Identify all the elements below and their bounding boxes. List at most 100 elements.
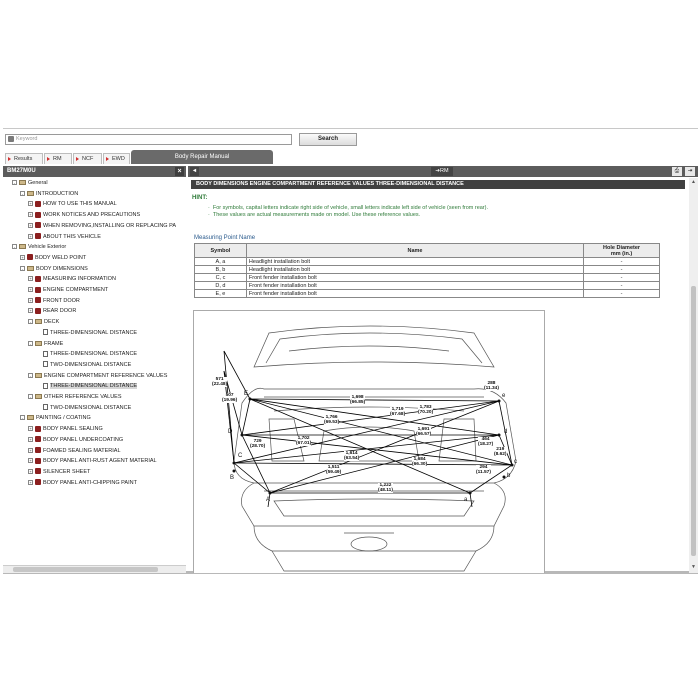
doc-icon xyxy=(43,329,48,336)
collapse-icon[interactable]: - xyxy=(28,372,33,378)
tree-item[interactable]: THREE-DIMENSIONAL DISTANCE xyxy=(36,328,137,338)
collapse-icon[interactable]: - xyxy=(20,265,25,271)
scroll-down-icon[interactable]: ▼ xyxy=(691,564,696,570)
dimension-label: 1,702 (67.01) xyxy=(296,436,312,446)
table-cell: - xyxy=(583,289,660,298)
scrollbar-thumb[interactable] xyxy=(13,567,158,572)
tree-item[interactable]: +BODY PANEL UNDERCOATING xyxy=(28,435,123,445)
document-vertical-scrollbar[interactable]: ▲ ▼ xyxy=(689,178,698,573)
scroll-up-icon[interactable]: ▲ xyxy=(691,179,696,185)
tree-item[interactable]: -OTHER REFERENCE VALUES xyxy=(28,392,122,402)
collapse-icon[interactable]: - xyxy=(20,190,25,196)
tab-ncf[interactable]: NCF xyxy=(73,153,102,164)
close-icon[interactable]: × xyxy=(175,167,184,176)
expand-icon[interactable]: + xyxy=(28,436,33,442)
search-input[interactable]: Keyword xyxy=(5,134,292,145)
expand-icon[interactable]: + xyxy=(28,458,33,464)
tree-item[interactable]: +BODY WELD POINT xyxy=(20,253,86,263)
expand-icon[interactable]: + xyxy=(28,201,33,207)
tree-item[interactable]: -FRAME xyxy=(28,339,63,349)
search-button[interactable]: Search xyxy=(299,133,357,146)
tree-item[interactable]: +REAR DOOR xyxy=(28,306,76,316)
arrow-icon xyxy=(106,157,109,161)
tree-item[interactable]: +ENGINE COMPARTMENT xyxy=(28,285,108,295)
collapse-icon[interactable]: - xyxy=(12,180,17,186)
tab-bar: Results RM NCF EWD Body Repair Manual xyxy=(3,150,698,164)
tree-item[interactable]: +FOAMED SEALING MATERIAL xyxy=(28,446,121,456)
dimension-label: 1,783 (70.20) xyxy=(418,405,434,415)
collapse-icon[interactable]: - xyxy=(12,244,17,250)
tree-item[interactable]: TWO-DIMENSIONAL DISTANCE xyxy=(36,360,131,370)
tree-item[interactable]: +WORK NOTICES AND PRECAUTIONS xyxy=(28,210,140,220)
folder-icon xyxy=(35,394,42,400)
table-cell: - xyxy=(583,273,660,282)
tree-item[interactable]: +BODY PANEL SEALING xyxy=(28,424,103,434)
hint-title: HINT: xyxy=(192,195,208,201)
point-label: C xyxy=(238,453,243,459)
collapse-icon[interactable]: - xyxy=(28,319,33,325)
tree-item[interactable]: -Vehicle Exterior xyxy=(12,242,66,252)
book-icon xyxy=(35,297,41,304)
tree-item[interactable]: THREE-DIMENSIONAL DISTANCE xyxy=(36,381,138,391)
tree-item[interactable]: -PAINTING / COATING xyxy=(20,413,91,423)
tree-item[interactable]: - BODY DIMENSIONS xyxy=(20,264,88,274)
tree-item[interactable]: +WHEN REMOVING,INSTALLING OR REPLACING P… xyxy=(28,221,176,231)
tree-item[interactable]: +BODY PANEL ANTI-CHIPPING PAINT xyxy=(28,478,137,488)
tree-item[interactable]: -ENGINE COMPARTMENT REFERENCE VALUES xyxy=(28,371,167,381)
tab-results[interactable]: Results xyxy=(5,153,43,164)
folder-icon xyxy=(19,244,26,250)
document-toolbar: ◄ ➔RM ⎙ ⇥ xyxy=(188,166,698,177)
expand-icon[interactable]: + xyxy=(28,222,33,228)
tree-item[interactable]: +BODY PANEL ANTI-RUST AGENT MATERIAL xyxy=(28,456,157,466)
dimension-label: 571 (22.48) xyxy=(212,377,228,387)
table-cell: E, e xyxy=(194,289,247,298)
expand-icon[interactable]: + xyxy=(20,254,25,260)
tree-item-label: SILENCER SHEET xyxy=(43,468,91,475)
tree-item[interactable]: THREE-DIMENSIONAL DISTANCE xyxy=(36,349,137,359)
exit-icon[interactable]: ⇥ xyxy=(685,167,695,176)
tree-item-label: THREE-DIMENSIONAL DISTANCE xyxy=(50,329,138,336)
tree-item[interactable]: +FRONT DOOR xyxy=(28,296,80,306)
table-cell: Front fender installation bolt xyxy=(245,289,585,298)
expand-icon[interactable]: + xyxy=(28,308,33,314)
back-button[interactable]: ◄ xyxy=(190,167,199,176)
tree-item[interactable]: -DECK xyxy=(28,317,59,327)
expand-icon[interactable]: + xyxy=(28,297,33,303)
collapse-icon[interactable]: - xyxy=(28,394,33,400)
expand-icon[interactable]: + xyxy=(28,447,33,453)
tab-ewd[interactable]: EWD xyxy=(103,153,130,164)
scrollbar-thumb[interactable] xyxy=(691,286,696,556)
tab-body-repair-manual[interactable]: Body Repair Manual xyxy=(131,150,273,164)
left-horizontal-scrollbar[interactable] xyxy=(3,565,186,573)
tree-item-label: BODY DIMENSIONS xyxy=(36,265,88,272)
tree-item[interactable]: + SILENCER SHEET xyxy=(28,467,90,477)
tree-item[interactable]: +HOW TO USE THIS MANUAL xyxy=(28,199,117,209)
tab-rm[interactable]: RM xyxy=(44,153,72,164)
table-cell: - xyxy=(583,257,660,266)
expand-icon[interactable]: + xyxy=(28,233,33,239)
book-icon xyxy=(35,468,41,475)
expand-icon[interactable]: + xyxy=(28,212,33,218)
collapse-icon[interactable]: - xyxy=(20,415,25,421)
app-window: Keyword Search Results RM NCF EWD Body R… xyxy=(3,128,698,574)
tree-item[interactable]: -General xyxy=(12,178,48,188)
tree-item[interactable]: TWO-DIMENSIONAL DISTANCE xyxy=(36,403,131,413)
expand-icon[interactable]: + xyxy=(28,479,33,485)
tree-item[interactable]: +ABOUT THIS VEHICLE xyxy=(28,232,101,242)
dimension-label: 288 (11.34) xyxy=(484,381,499,391)
collapse-icon[interactable]: - xyxy=(28,340,33,346)
folder-icon xyxy=(35,319,42,325)
tree-item[interactable]: +MEASURING INFORMATION xyxy=(28,274,116,284)
print-icon[interactable]: ⎙ xyxy=(672,167,682,176)
expand-icon[interactable]: + xyxy=(28,426,33,432)
tree-item[interactable]: -INTRODUCTION xyxy=(20,189,78,199)
rm-button[interactable]: ➔RM xyxy=(431,167,453,176)
expand-icon[interactable]: + xyxy=(28,276,33,282)
expand-icon[interactable]: + xyxy=(28,468,33,474)
expand-icon[interactable]: + xyxy=(28,287,33,293)
dimension-label: 294 (11.57) xyxy=(476,465,491,475)
